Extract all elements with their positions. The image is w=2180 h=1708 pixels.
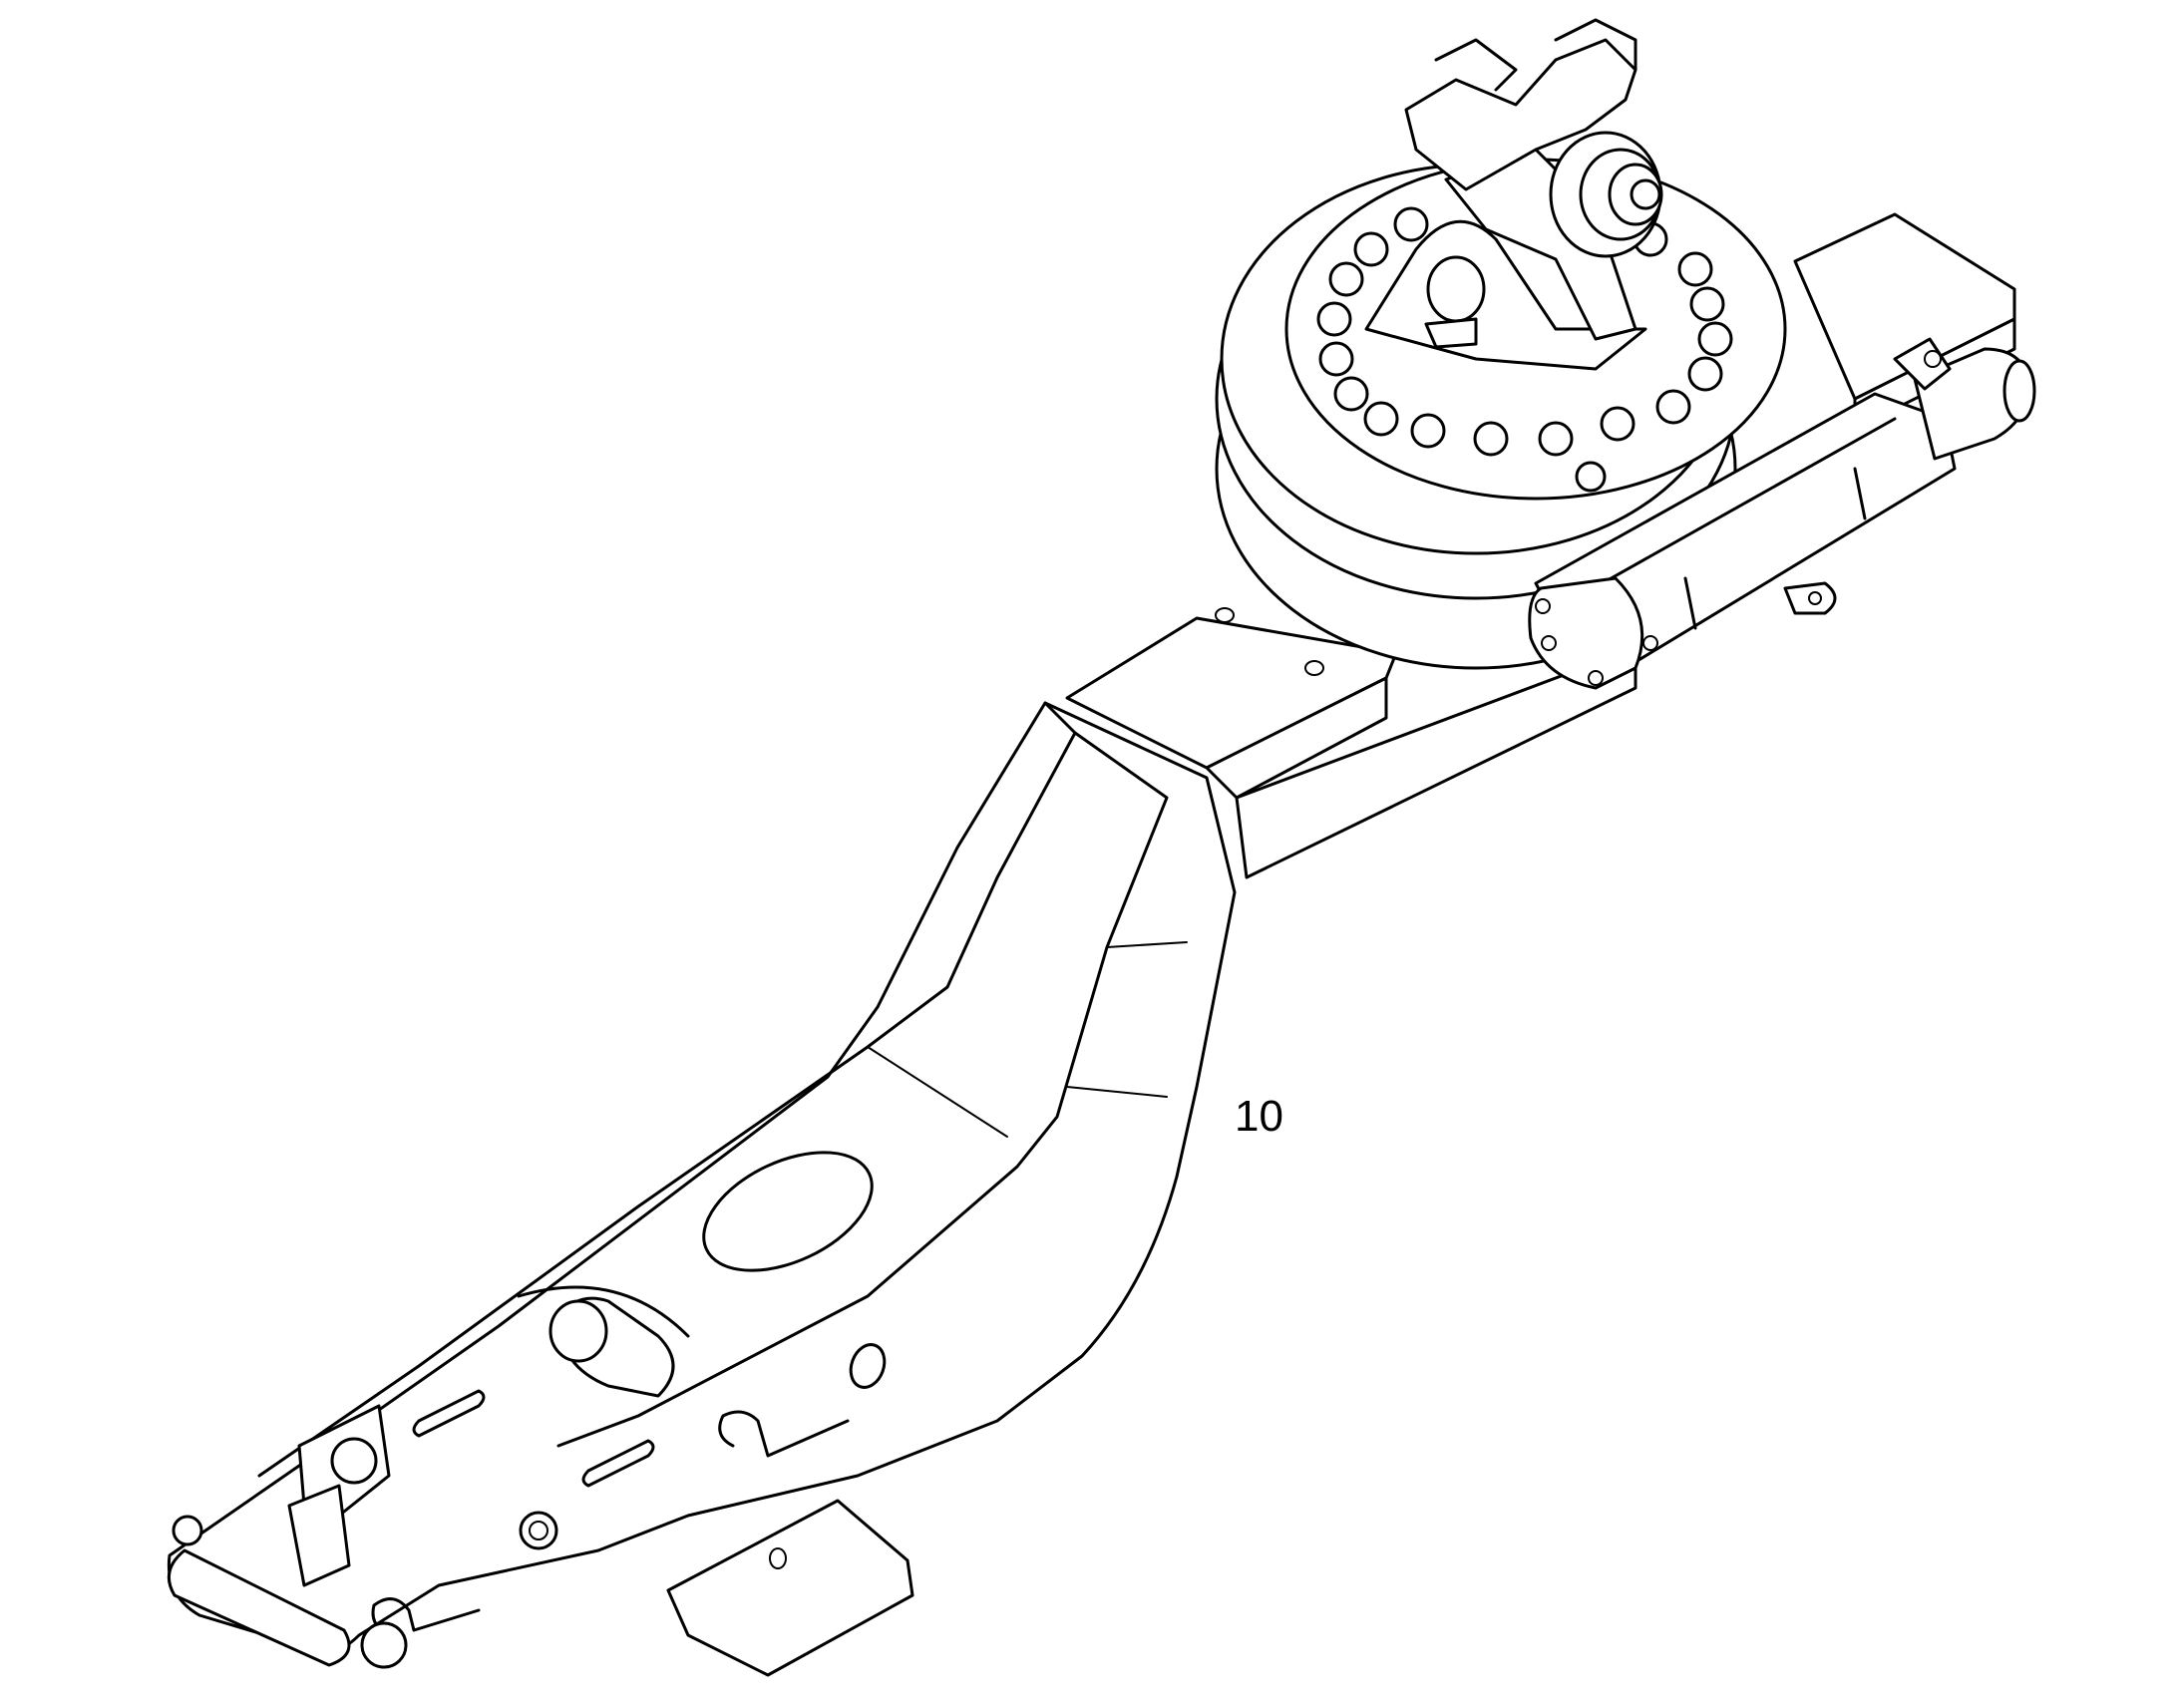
axle-tube	[1528, 337, 2036, 690]
swing-arm	[167, 701, 1237, 1677]
part-callout-10: 10	[1235, 1092, 1283, 1141]
pivot-bracket	[1364, 18, 1663, 371]
flange-bolts	[1316, 206, 1733, 457]
cross-member	[1065, 607, 1637, 879]
